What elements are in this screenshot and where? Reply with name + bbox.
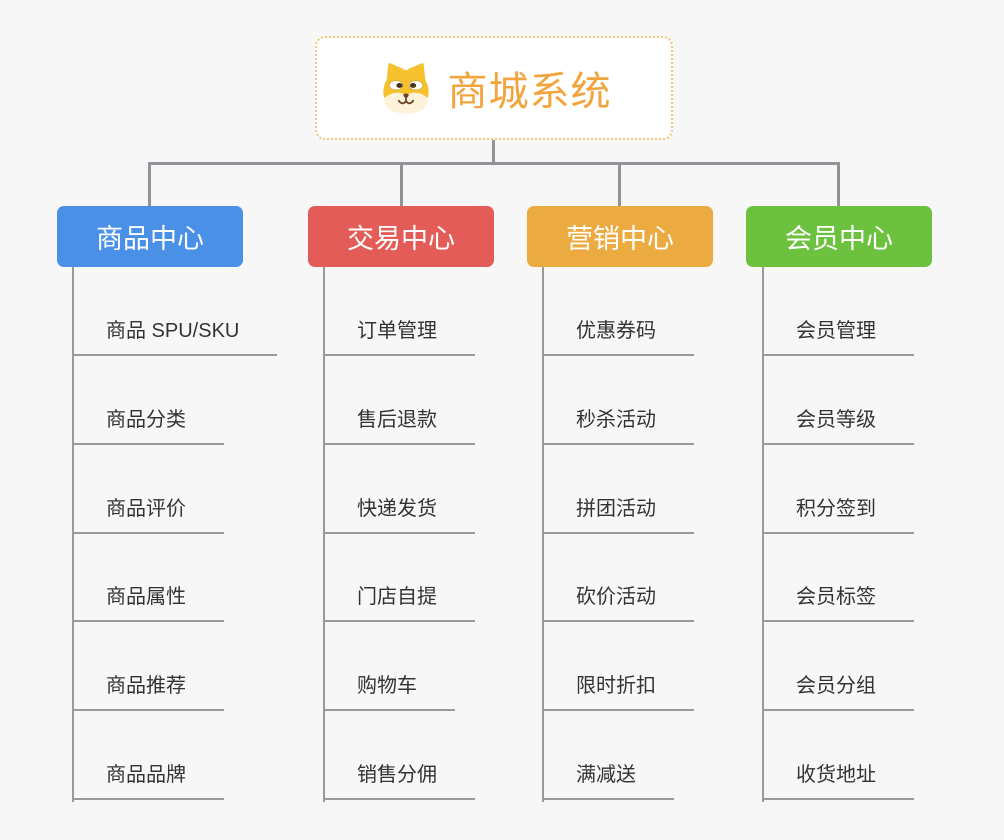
- branch-label: 营销中心: [566, 224, 674, 254]
- leaf-node[interactable]: 会员等级: [762, 406, 914, 445]
- leaf-node[interactable]: 售后退款: [323, 406, 475, 445]
- leaf-node[interactable]: 秒杀活动: [542, 406, 694, 445]
- branch-node-trade-center[interactable]: 交易中心: [308, 206, 494, 267]
- connector-branch-stub: [400, 162, 403, 207]
- leaf-node[interactable]: 门店自提: [323, 583, 475, 622]
- column-spine: [323, 267, 325, 802]
- leaf-node[interactable]: 会员管理: [762, 317, 914, 356]
- connector-branch-stub: [837, 162, 840, 207]
- column-spine: [542, 267, 544, 802]
- leaf-node[interactable]: 商品品牌: [72, 761, 224, 800]
- root-node[interactable]: 商城系统: [315, 36, 673, 140]
- leaf-node[interactable]: 优惠券码: [542, 317, 694, 356]
- branch-label: 会员中心: [785, 224, 893, 254]
- leaf-node[interactable]: 满减送: [542, 761, 674, 800]
- branch-node-member-center[interactable]: 会员中心: [746, 206, 932, 267]
- connector-branch-stub: [618, 162, 621, 207]
- leaf-node[interactable]: 拼团活动: [542, 495, 694, 534]
- leaf-node[interactable]: 限时折扣: [542, 672, 694, 711]
- leaf-node[interactable]: 订单管理: [323, 317, 475, 356]
- leaf-node[interactable]: 收货地址: [762, 761, 914, 800]
- connector-branch-stub: [148, 162, 151, 207]
- leaf-node[interactable]: 销售分佣: [323, 761, 475, 800]
- leaf-node[interactable]: 商品推荐: [72, 672, 224, 711]
- leaf-node[interactable]: 商品 SPU/SKU: [72, 317, 278, 356]
- leaf-node[interactable]: 会员标签: [762, 583, 914, 622]
- branch-node-marketing-center[interactable]: 营销中心: [527, 206, 713, 267]
- leaf-node[interactable]: 购物车: [323, 672, 455, 711]
- leaf-node[interactable]: 会员分组: [762, 672, 914, 711]
- shiba-dog-icon: [382, 63, 429, 114]
- column-spine: [72, 267, 74, 802]
- leaf-node[interactable]: 商品评价: [72, 495, 224, 534]
- branch-label: 商品中心: [96, 224, 204, 254]
- leaf-node[interactable]: 商品属性: [72, 583, 224, 622]
- leaf-node[interactable]: 快递发货: [323, 495, 475, 534]
- root-title: 商城系统: [447, 70, 612, 114]
- connector-root-stub: [492, 140, 495, 165]
- leaf-node[interactable]: 积分签到: [762, 495, 914, 534]
- column-spine: [762, 267, 764, 802]
- connector-bus: [148, 162, 839, 165]
- branch-label: 交易中心: [347, 224, 455, 254]
- leaf-node[interactable]: 砍价活动: [542, 583, 694, 622]
- leaf-node[interactable]: 商品分类: [72, 406, 224, 445]
- branch-node-product-center[interactable]: 商品中心: [57, 206, 243, 267]
